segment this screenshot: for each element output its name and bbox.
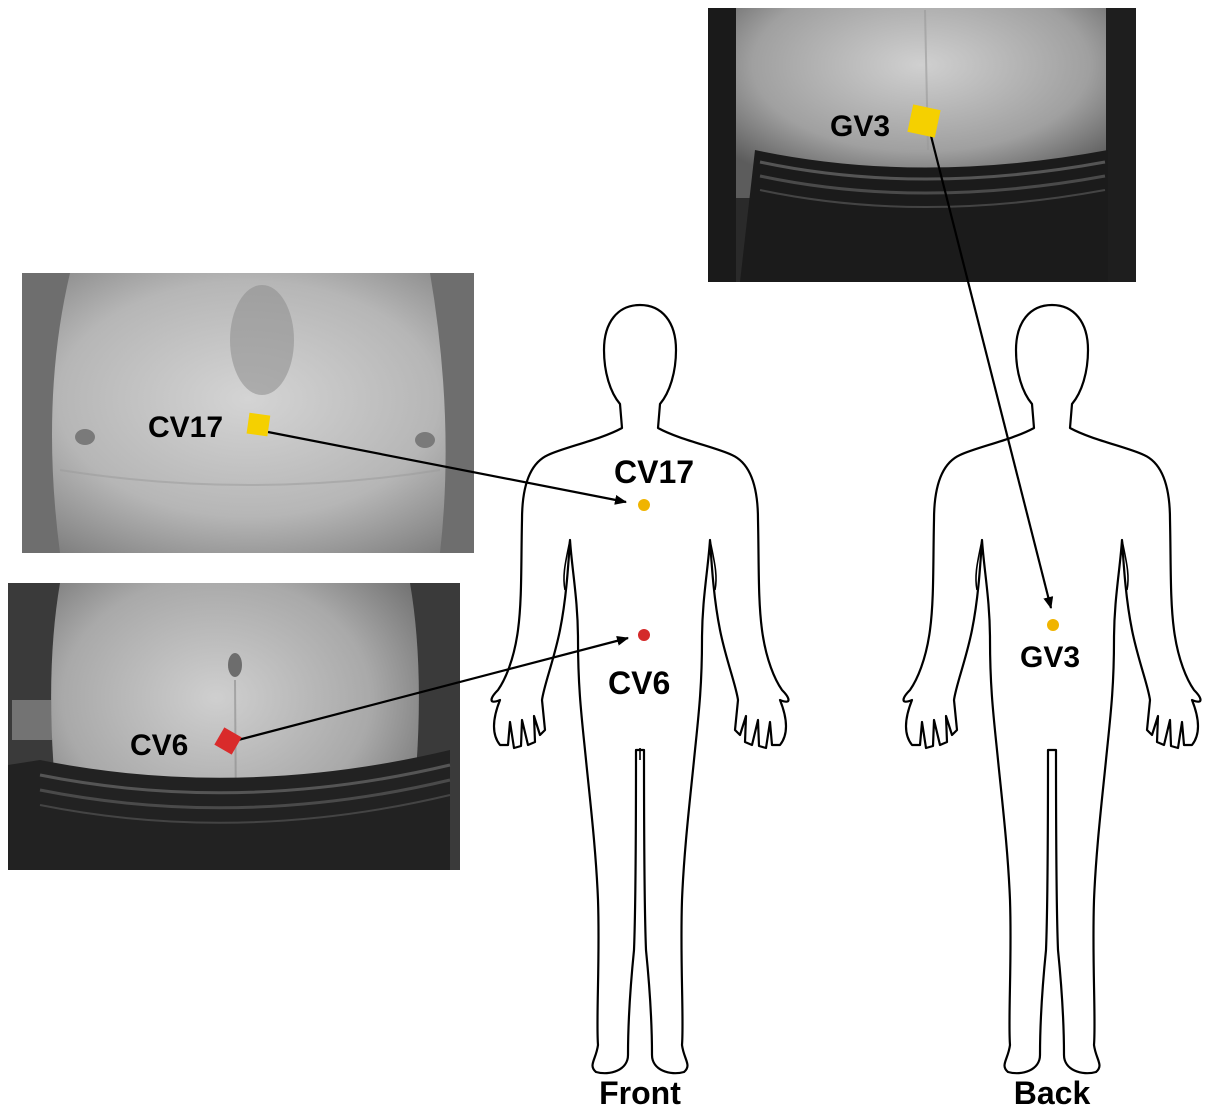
cv17-photo-label: CV17 [148,411,223,444]
body-silhouette-back [904,305,1201,1073]
photo-back-lower [708,8,1136,282]
back-view-label: Back [1014,1075,1091,1111]
cv17-photo-marker [247,413,271,437]
front-view-label: Front [599,1075,681,1111]
gv3-figure-label: GV3 [1020,641,1080,674]
cv17-figure-dot [638,499,650,511]
photo-chest [22,273,474,553]
gv3-photo-marker [907,104,940,137]
cv6-figure-label: CV6 [608,665,670,701]
cv17-figure-label: CV17 [614,454,694,490]
gv3-figure-dot [1047,619,1059,631]
back-body-outline [904,305,1201,1073]
cv6-figure-dot [638,629,650,641]
gv3-photo-label: GV3 [830,110,890,143]
photo-abdomen [8,583,460,870]
cv6-photo-label: CV6 [130,729,188,762]
